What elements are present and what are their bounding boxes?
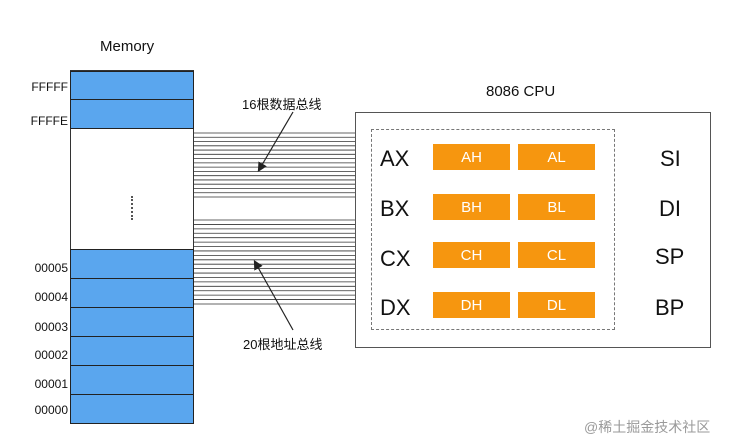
register-si: SI (660, 146, 681, 171)
memory-cell-fffff (70, 71, 194, 100)
data-bus-arrow (257, 111, 294, 173)
memory-cell-00001 (70, 365, 194, 395)
address-label-00004: 00004 (34, 290, 68, 304)
register-dh: DH (433, 292, 510, 318)
memory-cell-00000 (70, 394, 194, 424)
data-bus-lines (194, 132, 355, 198)
register-ah: AH (433, 144, 510, 170)
memory-cell-00004 (70, 278, 194, 308)
address-label-00002: 00002 (34, 348, 68, 362)
ellipsis-dots (131, 196, 135, 220)
cpu-title: 8086 CPU (486, 83, 556, 100)
memory-cell-00002 (70, 336, 194, 366)
register-dx: DX (380, 295, 411, 320)
watermark: @稀土掘金技术社区 (584, 419, 711, 435)
cpu-box (355, 112, 711, 348)
general-registers-group (371, 129, 615, 330)
address-label-fffff: FFFFF (31, 80, 68, 94)
address-label-00003: 00003 (34, 320, 68, 334)
register-al: AL (518, 144, 595, 170)
register-ax: AX (380, 146, 410, 171)
register-di: DI (659, 196, 681, 221)
memory-cell-ffffe (70, 99, 194, 129)
address-label-ffffe: FFFFE (30, 114, 68, 128)
memory-cell-00005 (70, 249, 194, 279)
register-bl: BL (518, 194, 595, 220)
address-label-00000: 00000 (34, 403, 68, 417)
address-bus-arrow (253, 259, 294, 331)
register-bh: BH (433, 194, 510, 220)
register-ch: CH (433, 242, 510, 268)
address-bus-label: 20根地址总线 (243, 337, 323, 352)
address-bus-lines (194, 219, 355, 305)
memory-title: Memory (100, 38, 155, 55)
register-cx: CX (380, 246, 411, 271)
register-cl: CL (518, 242, 595, 268)
register-bp: BP (655, 295, 685, 320)
register-dl: DL (518, 292, 595, 318)
data-bus-label: 16根数据总线 (242, 97, 322, 112)
address-label-00005: 00005 (34, 261, 68, 275)
address-label-00001: 00001 (34, 377, 68, 391)
register-sp: SP (655, 244, 685, 269)
register-bx: BX (380, 196, 410, 221)
